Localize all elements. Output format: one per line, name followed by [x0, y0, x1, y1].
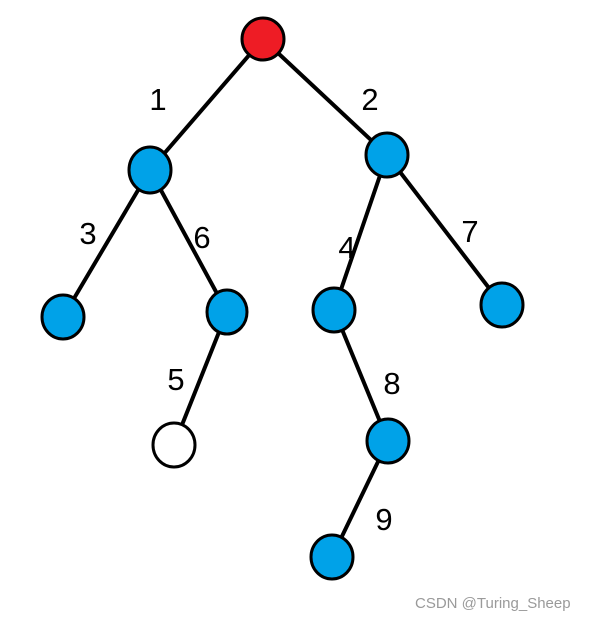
- edge-label-5: 5: [167, 362, 184, 397]
- empty-node: [151, 421, 197, 469]
- edge-label-9: 9: [375, 502, 392, 537]
- edges-layer: [61, 37, 504, 559]
- tree-node: [205, 288, 249, 336]
- tree-node: [127, 145, 173, 195]
- root-node: [240, 16, 286, 62]
- tree-node: [479, 281, 525, 329]
- edge-a-d: [148, 168, 229, 314]
- edge-label-2: 2: [361, 82, 378, 117]
- nodes-layer: [40, 16, 525, 581]
- tree-node: [40, 293, 86, 341]
- edge-label-1: 1: [149, 82, 166, 117]
- edge-root-b: [261, 37, 389, 157]
- edge-root-a: [148, 37, 265, 172]
- tree-node: [364, 131, 410, 179]
- edge-labels-layer: 1 2 3 6 4 7 5 8 9: [79, 82, 478, 537]
- tree-node: [309, 533, 355, 581]
- tree-node: [311, 286, 357, 334]
- edge-b-e: [332, 153, 389, 312]
- watermark-text: CSDN @Turing_Sheep: [415, 595, 571, 612]
- edge-b-f: [385, 153, 504, 307]
- edge-label-6: 6: [193, 220, 210, 255]
- edge-a-c: [61, 168, 152, 319]
- edge-label-8: 8: [383, 366, 400, 401]
- edge-label-4: 4: [338, 230, 355, 265]
- edge-e-h: [332, 308, 390, 443]
- tree-node: [365, 417, 411, 465]
- edge-label-7: 7: [461, 214, 478, 249]
- edge-d-g: [172, 310, 229, 447]
- edge-label-3: 3: [79, 216, 96, 251]
